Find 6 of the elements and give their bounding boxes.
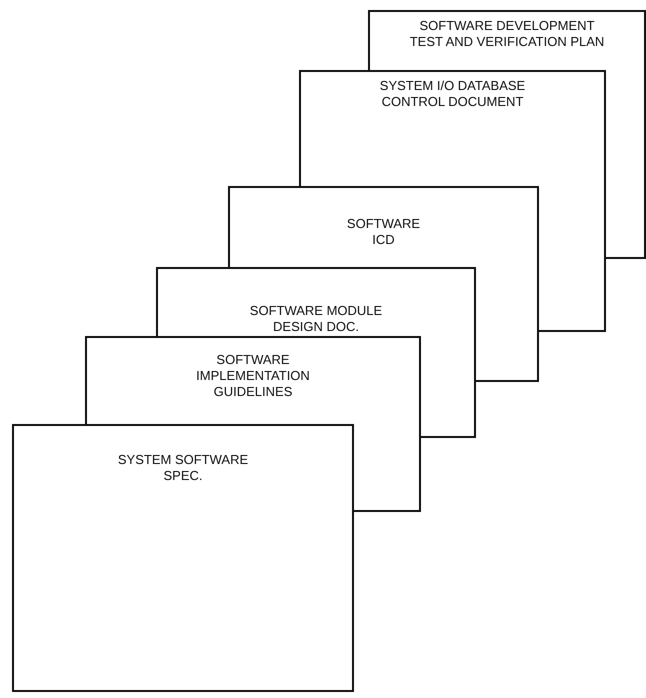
document-title: SOFTWARE ICD [346,216,422,248]
document-title: SOFTWARE DEVELOPMENT TEST AND VERIFICATION PLAN [408,18,606,50]
document-title: SOFTWARE MODULE DESIGN DOC. [248,303,384,335]
document-title: SYSTEM I/O DATABASE CONTROL DOCUMENT [378,78,526,110]
document-title: SOFTWARE IMPLEMENTATION GUIDELINES [195,352,311,400]
document-title: SYSTEM SOFTWARE SPEC. [116,452,250,484]
